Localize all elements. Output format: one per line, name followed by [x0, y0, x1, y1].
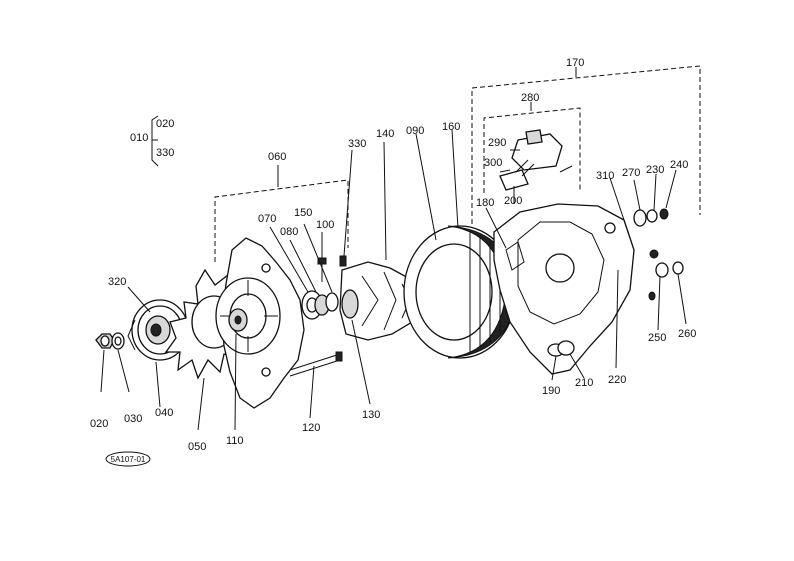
screw-330 [339, 255, 347, 267]
stator-090 [403, 225, 517, 359]
bearing-070-080 [301, 290, 330, 320]
nut-020 [95, 333, 115, 349]
nut-240 [659, 208, 669, 220]
group-bracket-280 [483, 102, 581, 193]
label-110: 110 [226, 435, 244, 447]
label-170: 170 [566, 57, 584, 69]
nut-260 [672, 261, 684, 275]
label-120: 120 [302, 422, 320, 434]
rectifier-180 [505, 241, 525, 271]
terminal-250 [648, 249, 669, 301]
label-050: 050 [188, 441, 206, 453]
brush-300 [499, 159, 535, 191]
label-130: 130 [362, 409, 380, 421]
label-320: 320 [108, 276, 126, 288]
rotor-130 [339, 261, 421, 341]
label-240: 240 [670, 159, 688, 171]
label-020: 020 [90, 418, 108, 430]
insulator-270 [633, 209, 647, 227]
leader-lines [100, 129, 687, 431]
washer-030 [111, 332, 125, 350]
label-190: 190 [542, 385, 560, 397]
through-bolt-120 [289, 351, 343, 377]
label-310: 310 [596, 170, 614, 182]
label-230: 230 [646, 164, 664, 176]
front-housing-060 [215, 237, 305, 409]
label-200: 200 [504, 195, 522, 207]
nut-230 [646, 209, 658, 223]
label-030: 030 [124, 413, 142, 425]
label-040: 040 [155, 407, 173, 419]
label-300: 300 [484, 157, 502, 169]
label-210: 210 [575, 377, 593, 389]
label-140: 140 [376, 128, 394, 140]
label-090: 090 [406, 125, 424, 137]
label-150: 150 [294, 207, 312, 219]
label-070: 070 [258, 213, 276, 225]
assembly-sub-top: 020 [156, 118, 174, 130]
label-100: 100 [316, 219, 334, 231]
label-330: 330 [348, 138, 366, 150]
group-bracket-060 [214, 165, 349, 262]
label-180: 180 [476, 197, 494, 209]
label-060: 060 [268, 151, 286, 163]
assembly-label: 010 [130, 132, 148, 144]
label-080: 080 [280, 226, 298, 238]
drawing-code: 5A107-01 [111, 455, 146, 464]
label-290: 290 [488, 137, 506, 149]
drawing-code-stamp: 5A107-01 [105, 451, 151, 467]
label-260: 260 [678, 328, 696, 340]
label-270: 270 [622, 167, 640, 179]
group-bracket-170 [471, 65, 701, 232]
label-280: 280 [521, 92, 539, 104]
label-250: 250 [648, 332, 666, 344]
spacer-150 [325, 292, 339, 312]
label-220: 220 [608, 374, 626, 386]
part-labels: 020 030 040 050 060 070 080 090 100 110 … [90, 57, 696, 453]
rear-housing-220 [493, 203, 635, 375]
label-160: 160 [442, 121, 460, 133]
assembly-sub-bottom: 330 [156, 147, 174, 159]
assembly-callout: 010 020 330 [130, 115, 174, 167]
cap-190 [547, 340, 575, 357]
shaft-spacer-110 [228, 308, 248, 332]
brush-holder-290 [511, 129, 573, 173]
